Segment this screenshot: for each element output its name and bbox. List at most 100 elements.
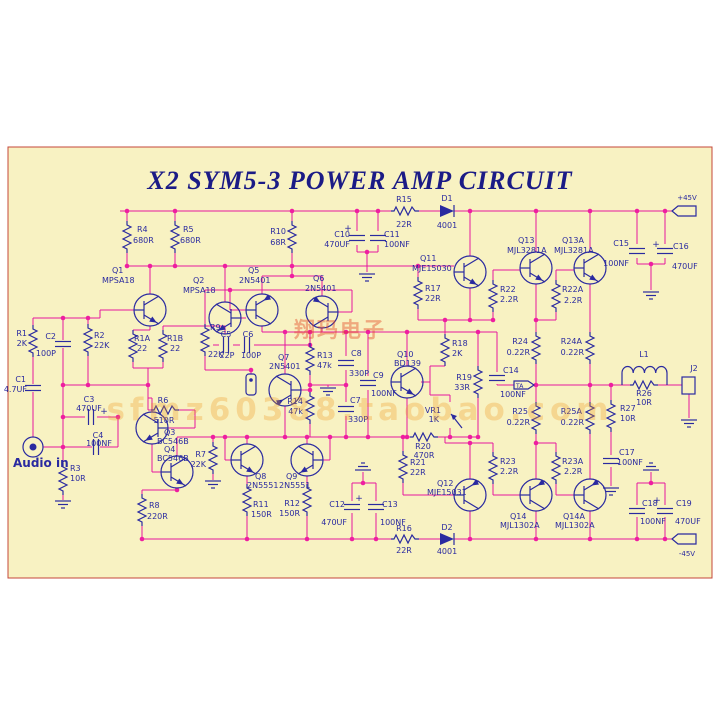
- component-label: Q13A: [562, 236, 584, 245]
- component-label: 100NF: [603, 259, 629, 268]
- component-label: 2K: [452, 349, 463, 358]
- j2-connector-icon: [681, 376, 696, 395]
- transistor-Q14: [519, 478, 553, 512]
- component-label: R20: [415, 442, 431, 451]
- component-label: 470UF: [672, 262, 698, 271]
- junction-dot: [349, 536, 355, 542]
- component-label: 1K: [429, 415, 440, 424]
- resistor-symbol: [57, 463, 69, 495]
- junction-dot: [289, 273, 295, 279]
- junction-dot: [282, 329, 288, 335]
- component-label: 0.22R: [561, 418, 585, 427]
- junction-dot: [282, 434, 288, 440]
- component-label: R19: [456, 373, 472, 382]
- component-label: 2.2R: [564, 296, 583, 305]
- junction-dot: [85, 315, 91, 321]
- junction-dot: [307, 329, 313, 335]
- component-label: 2.2R: [564, 467, 583, 476]
- component-label: Q2: [193, 276, 204, 285]
- junction-dot: [174, 487, 180, 493]
- component-label: Q7: [278, 353, 289, 362]
- audio-jack-icon: [29, 443, 37, 451]
- component-label: 470UF: [324, 240, 350, 249]
- junction-dot: [533, 382, 539, 388]
- component-label: 2N5551: [247, 481, 278, 490]
- junction-dot: [360, 480, 366, 486]
- component-label: 510R: [154, 416, 175, 425]
- resistor-symbol: [121, 221, 133, 253]
- transistor-Q8: [230, 443, 264, 477]
- transistor-Q13: [519, 251, 553, 285]
- junction-dot: [327, 434, 333, 440]
- junction-dot: [307, 387, 313, 393]
- component-label: R1A: [134, 334, 151, 343]
- resistor-symbol: [410, 431, 438, 443]
- component-label: D2: [441, 523, 452, 532]
- component-label: 100NF: [617, 458, 643, 467]
- resistor-symbol: [550, 452, 562, 484]
- power-connector-icon: [671, 533, 697, 545]
- component-label: 4001: [437, 221, 457, 230]
- component-label: R25: [512, 407, 528, 416]
- component-label: 22R: [396, 546, 412, 555]
- watermark-cn: 翔玛电子: [294, 318, 386, 342]
- resistor-symbol: [584, 332, 596, 364]
- junction-dot: [115, 414, 121, 420]
- component-label: 150R: [279, 509, 300, 518]
- component-label: 0.22R: [507, 418, 531, 427]
- component-label: 22K: [94, 341, 110, 350]
- component-label: R1: [16, 329, 27, 338]
- resistor-symbol: [286, 221, 298, 253]
- component-label: Q4: [164, 445, 175, 454]
- junction-dot: [60, 315, 66, 321]
- junction-dot: [608, 382, 614, 388]
- junction-dot: [490, 317, 496, 323]
- resistor-symbol: [397, 451, 409, 483]
- component-label: 220R: [147, 512, 168, 521]
- transistor-Q12: [453, 478, 487, 512]
- component-label: C12: [329, 500, 345, 509]
- resistor-symbol: [304, 392, 316, 424]
- junction-dot: [304, 434, 310, 440]
- component-label: 470UF: [675, 517, 701, 526]
- junction-dot: [60, 382, 66, 388]
- junction-dot: [404, 329, 410, 335]
- component-label: R10: [270, 227, 286, 236]
- component-label: C18: [642, 499, 658, 508]
- transistor-Q6: [305, 295, 339, 329]
- component-label: 0.22R: [561, 348, 585, 357]
- schematic-panel: [7, 146, 713, 579]
- component-label: R23A: [562, 457, 584, 466]
- component-label: 22P: [219, 351, 234, 360]
- resistor-symbol: [630, 379, 658, 391]
- transistor-Q11: [453, 255, 487, 289]
- resistor-symbol: [412, 277, 424, 309]
- schematic-title: X2 SYM5-3 POWER AMP CIRCUIT: [147, 166, 573, 195]
- junction-dot: [648, 261, 654, 267]
- resistor-symbol: [530, 402, 542, 434]
- transistor-Q10: [390, 365, 424, 399]
- junction-dot: [365, 329, 371, 335]
- resistor-symbol: [207, 442, 219, 474]
- component-label: R2: [94, 331, 105, 340]
- junction-dot: [364, 249, 370, 255]
- component-label: MPSA18: [183, 286, 216, 295]
- component-label: C10: [334, 230, 350, 239]
- component-label: -45V: [679, 550, 695, 558]
- junction-dot: [60, 414, 66, 420]
- junction-dot: [533, 208, 539, 214]
- component-label: C4: [93, 431, 104, 440]
- component-label: 4.7UF: [4, 385, 28, 394]
- resistor-symbol: [487, 280, 499, 312]
- component-label: 10R: [70, 474, 86, 483]
- component-label: BC546B: [157, 437, 189, 446]
- component-label: R1B: [167, 334, 183, 343]
- component-label: R12: [284, 499, 300, 508]
- resistor-symbol: [157, 330, 169, 362]
- component-label: R3: [70, 464, 81, 473]
- component-label: R14: [287, 397, 303, 406]
- component-label: C14: [503, 366, 519, 375]
- transistor-Q9: [290, 443, 324, 477]
- component-label: 100P: [241, 351, 261, 360]
- junction-dot: [343, 329, 349, 335]
